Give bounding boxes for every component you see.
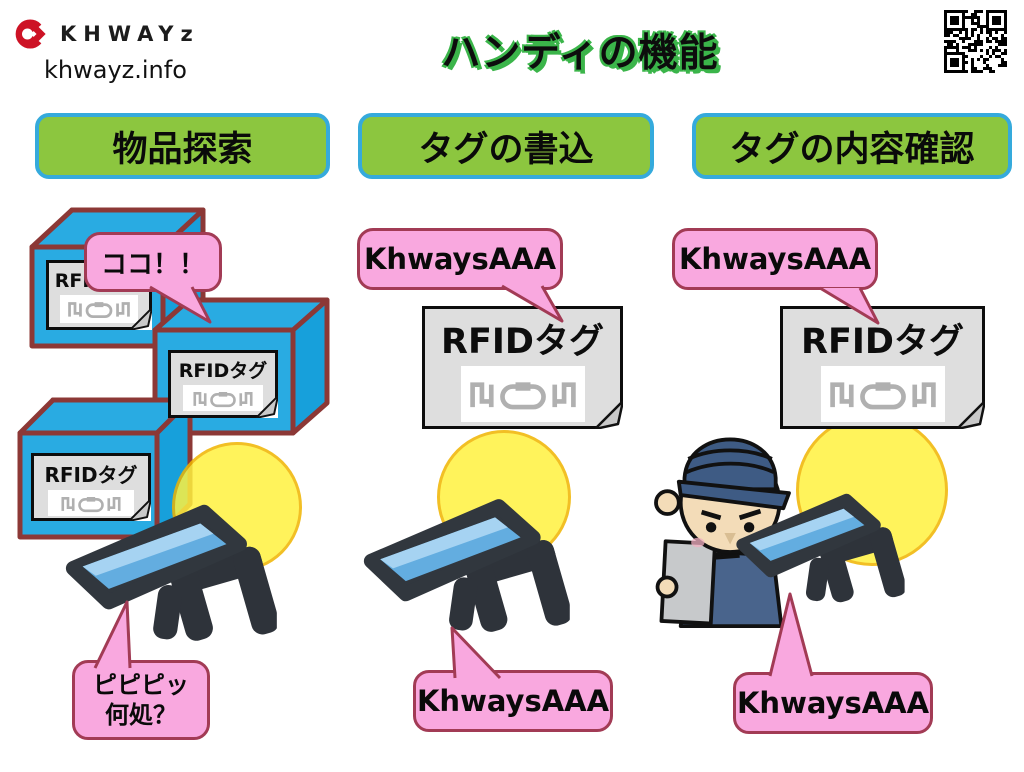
callout-tail — [501, 284, 564, 323]
callout-tag-id-text: KhwaysAAA — [678, 242, 872, 276]
rfid-antenna-icon — [467, 371, 579, 417]
callout-tail — [450, 626, 502, 680]
brand-name: KHWAYz — [60, 22, 200, 46]
folded-corner-icon — [595, 401, 623, 429]
callout-tag-id-text: KhwaysAAA — [416, 684, 610, 718]
brand-logo: KHWAYz — [12, 14, 200, 54]
callout-tag-id-text: KhwaysAAA — [363, 242, 557, 276]
rfid-tag-large: RFIDタグ — [780, 306, 985, 429]
site-url: khwayz.info — [44, 56, 187, 84]
rfid-antenna-icon — [64, 297, 134, 321]
handheld-reader — [733, 470, 905, 604]
callout-koko: ココ！！ — [84, 232, 222, 292]
rfid-tag-label: RFIDタグ — [178, 360, 268, 382]
callout-tail — [93, 600, 132, 669]
callout-tail — [819, 286, 880, 325]
khwayz-logo-icon — [15, 15, 52, 53]
callout-beep-line2: 何処？ — [105, 701, 177, 729]
rfid-tag-label: RFIDタグ — [44, 463, 138, 487]
callout-tail — [768, 592, 814, 677]
callout-tag-id-bottom: KhwaysAAA — [733, 672, 933, 734]
callout-beep: ピピピッ 何処？ — [72, 660, 210, 740]
rfid-tag-card: RFIDタグ — [31, 453, 151, 521]
rfid-tag-label: RFIDタグ — [441, 322, 604, 362]
folded-corner-icon — [957, 401, 985, 429]
callout-tag-id-text: KhwaysAAA — [736, 686, 930, 720]
callout-tail — [149, 285, 212, 324]
folded-corner-icon — [256, 396, 278, 418]
header-item-search: 物品探索 — [35, 113, 330, 179]
rfid-tag-card: RFIDタグ — [168, 350, 278, 418]
callout-tag-id-top: KhwaysAAA — [672, 228, 878, 290]
callout-beep-line1: ピピピッ — [93, 671, 189, 699]
qr-code — [944, 10, 1007, 77]
handheld-reader — [360, 470, 570, 634]
rfid-antenna-icon — [188, 387, 258, 410]
page-title: ハンディの機能 — [441, 31, 719, 76]
header-tag-verify: タグの内容確認 — [692, 113, 1012, 179]
header-tag-write: タグの書込 — [358, 113, 654, 179]
rfid-tag-large: RFIDタグ — [422, 306, 623, 429]
header-item-search-label: 物品探索 — [112, 129, 253, 170]
rfid-tag-label: RFIDタグ — [801, 322, 964, 362]
worker-figure — [654, 437, 791, 628]
callout-tag-id-bottom: KhwaysAAA — [413, 670, 613, 732]
callout-tag-id-top: KhwaysAAA — [357, 228, 563, 290]
rfid-antenna-icon — [827, 371, 939, 417]
callout-koko-text: ココ！！ — [100, 249, 205, 280]
header-tag-write-label: タグの書込 — [418, 129, 594, 170]
header-tag-verify-label: タグの内容確認 — [729, 129, 975, 170]
